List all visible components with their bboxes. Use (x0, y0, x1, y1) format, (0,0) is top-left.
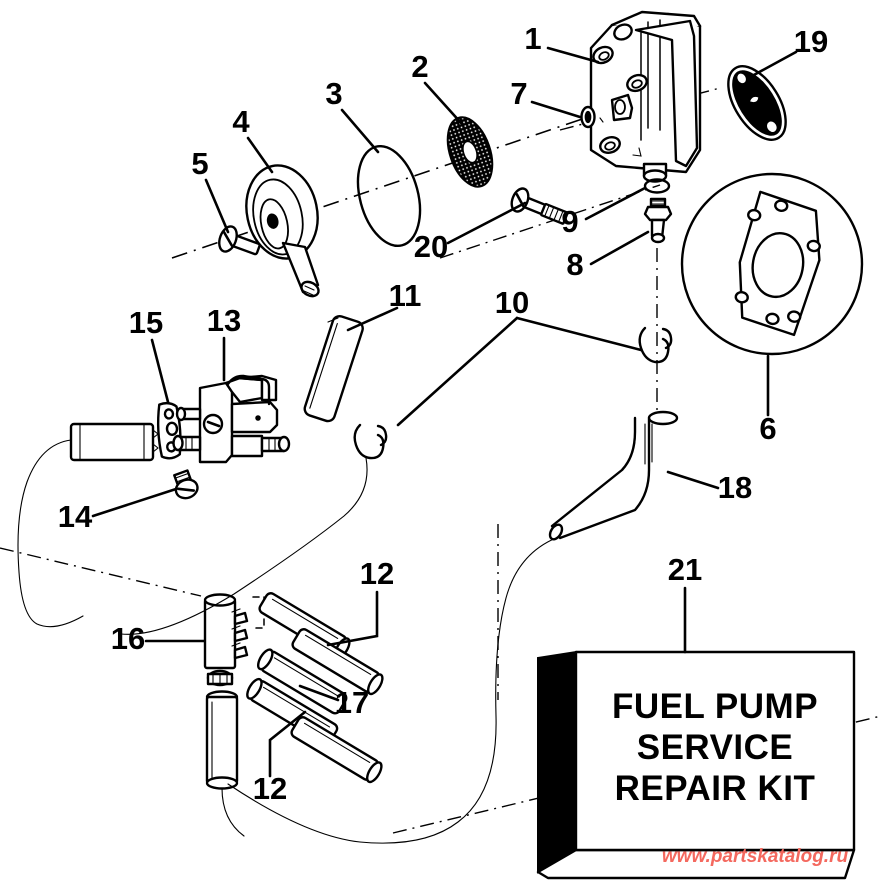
o-ring-small (643, 178, 671, 194)
leader-9 (584, 186, 647, 221)
leader-8 (589, 230, 650, 266)
callout-14: 14 (58, 499, 93, 534)
service-repair-kit-box: FUEL PUMP SERVICE REPAIR KIT (536, 650, 856, 880)
callout-18: 18 (718, 470, 752, 505)
leader-12b (268, 710, 307, 778)
leader-10a (396, 316, 519, 427)
hose-sections (246, 592, 384, 784)
fuel-filter-cylinder (69, 422, 159, 462)
fuel-hose-long (548, 410, 679, 541)
kit-line-2: SERVICE (637, 728, 794, 767)
leader-5 (204, 178, 230, 234)
callout-3: 3 (325, 76, 342, 111)
callout-leaders (91, 46, 798, 778)
fuel-hose-short (303, 314, 364, 423)
washer (580, 105, 596, 129)
leader-18 (666, 470, 720, 490)
callout-9: 9 (561, 204, 578, 239)
screw-axis-line (439, 184, 661, 259)
fitting-nipple (643, 197, 673, 244)
screw-long (510, 187, 569, 225)
callout-12-upper: 12 (360, 556, 394, 591)
callout-1: 1 (524, 21, 541, 56)
leader-14 (91, 487, 178, 518)
kit-line-1: FUEL PUMP (612, 687, 818, 726)
callout-16: 16 (111, 621, 145, 656)
fuel-pump-body (589, 10, 702, 183)
mounting-gasket-detail (680, 172, 864, 356)
main-axis-line (171, 112, 601, 259)
callout-5: 5 (191, 146, 208, 181)
callout-17: 17 (335, 685, 369, 720)
site-watermark: www.partskatalog.ru (662, 846, 849, 867)
callout-11: 11 (389, 278, 422, 313)
leader-1 (546, 46, 600, 64)
leader-3 (340, 108, 380, 154)
callout-numbers: 1 2 3 4 5 6 7 8 9 10 11 12 12 13 14 15 1… (58, 21, 828, 806)
leader-17 (298, 684, 340, 702)
callout-6: 6 (759, 411, 776, 446)
callout-12-lower: 12 (253, 771, 287, 806)
callout-19: 19 (794, 24, 828, 59)
leader-19 (750, 50, 798, 78)
leader-2 (423, 81, 464, 126)
diaphragm-assembly (245, 164, 320, 298)
callout-15: 15 (129, 305, 163, 340)
leader-7 (530, 100, 582, 119)
callout-8: 8 (566, 247, 583, 282)
leader-20 (446, 201, 527, 245)
connector-fitting (203, 593, 265, 790)
leader-15 (150, 338, 170, 404)
callout-4: 4 (232, 104, 250, 139)
fuel-valve-body (172, 374, 291, 464)
leader-12a (326, 590, 379, 647)
hose-routing-lines (17, 439, 557, 844)
leader-10b (515, 316, 643, 352)
pump-filter-screen (446, 116, 494, 188)
callout-21: 21 (668, 552, 702, 587)
hose-clamp-lower (353, 423, 388, 460)
callout-13: 13 (207, 303, 241, 338)
kit-line-3: REPAIR KIT (615, 769, 816, 808)
group-dashdot-lines (0, 524, 881, 834)
hose-clamp-upper (638, 326, 673, 364)
callout-7: 7 (510, 76, 527, 111)
callout-10: 10 (495, 285, 529, 320)
assembly-axis-lines (171, 87, 721, 412)
o-ring-gasket (356, 144, 422, 248)
callout-20: 20 (414, 229, 448, 264)
pump-cover-gasket (727, 65, 787, 141)
leader-11 (346, 306, 399, 332)
leader-4 (246, 136, 274, 174)
screw-fitting (173, 469, 199, 500)
callout-2: 2 (411, 49, 428, 84)
screw-small (218, 225, 261, 256)
